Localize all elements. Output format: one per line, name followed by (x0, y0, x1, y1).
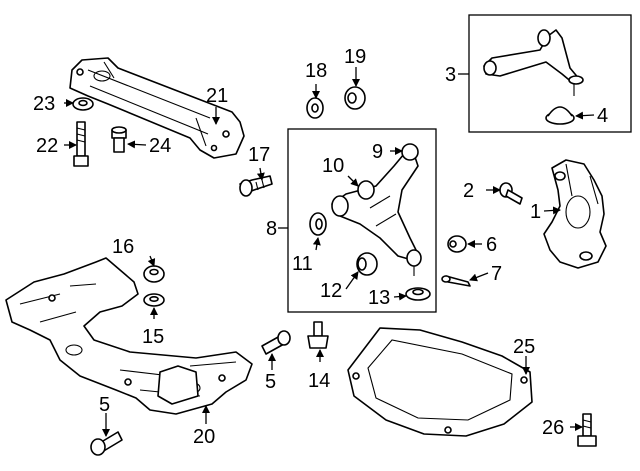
callout-1: 1 (530, 201, 541, 223)
front-subframe-part (5, 257, 253, 415)
callout-23: 23 (33, 93, 55, 115)
lower-control-arm-part (331, 143, 422, 276)
callout-17: 17 (248, 144, 270, 166)
callout-3: 3 (445, 64, 456, 86)
callout-20: 20 (193, 426, 215, 448)
upper-control-arm-part (483, 29, 584, 96)
callout-22: 22 (36, 135, 58, 157)
bushing-19-part (344, 86, 366, 110)
leader-lines (64, 67, 595, 437)
bolt-17-part (239, 175, 273, 197)
callout-12: 12 (320, 280, 342, 302)
callout-7: 7 (491, 263, 502, 285)
callout-10: 10 (322, 155, 344, 177)
callout-9: 9 (372, 141, 383, 163)
steering-knuckle-part (543, 159, 607, 269)
callout-5-center: 5 (265, 371, 276, 393)
callout-13: 13 (368, 287, 390, 309)
callout-4: 4 (597, 105, 608, 127)
callout-25: 25 (513, 336, 535, 358)
callout-15: 15 (142, 326, 164, 348)
cotter-pin-part (441, 275, 471, 287)
callout-6: 6 (486, 234, 497, 256)
bolt-26-part (577, 413, 597, 447)
short-bolt-part (111, 126, 127, 153)
boot-seat-part (545, 106, 575, 125)
washer-11-part (309, 212, 327, 236)
callout-5-lower: 5 (99, 394, 110, 416)
bolt-5-center-part (261, 330, 291, 355)
splash-shield-part (347, 327, 533, 437)
spring-washer-part (306, 97, 324, 119)
long-bolt-part (73, 121, 89, 167)
bolt-5-lower-part (90, 431, 123, 456)
callout-26: 26 (542, 417, 564, 439)
callout-24: 24 (149, 135, 171, 157)
spring-washer-15-part (143, 293, 165, 307)
callout-16: 16 (112, 236, 134, 258)
callout-14: 14 (308, 370, 330, 392)
callout-18: 18 (305, 60, 327, 82)
callout-19: 19 (344, 46, 366, 68)
washer-part (72, 97, 94, 111)
rear-crossmember-part (69, 57, 245, 159)
bushing-16-part (143, 265, 165, 283)
lower-arm-inset-box (287, 128, 437, 313)
callout-21: 21 (206, 85, 228, 107)
bushing-6-part (447, 235, 467, 253)
callout-8: 8 (266, 218, 277, 240)
bolt-2-part (499, 182, 523, 205)
boot-13-part (405, 287, 431, 301)
bushing-12-part (356, 252, 378, 276)
bolt-14-part (307, 321, 329, 349)
callout-labels: 1 2 3 4 5 5 6 7 8 9 10 11 12 13 14 15 16… (33, 46, 608, 448)
callout-2: 2 (463, 180, 474, 202)
callout-11: 11 (292, 253, 313, 275)
